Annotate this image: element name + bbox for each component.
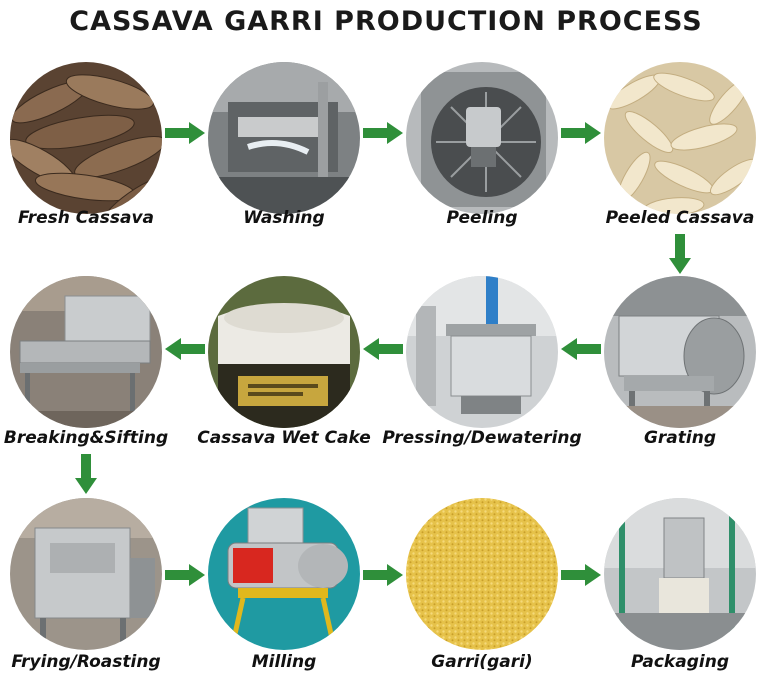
step-fresh-cassava-image xyxy=(10,62,162,214)
arrow-down-icon xyxy=(669,234,691,274)
arrow-right-icon xyxy=(363,564,403,586)
arrow-right-icon xyxy=(165,564,205,586)
arrow-left-icon xyxy=(363,338,403,360)
step-label: Fresh Cassava xyxy=(17,208,154,228)
arrow-right-icon xyxy=(561,122,601,144)
step-wet-cake-image xyxy=(208,276,360,428)
step-pressing-image xyxy=(406,276,558,428)
step-peeled-cassava-image xyxy=(604,62,756,214)
step-label: Peeling xyxy=(446,208,518,228)
step-label: Peeled Cassava xyxy=(605,208,755,228)
arrow-left-icon xyxy=(561,338,601,360)
arrow-right-icon xyxy=(363,122,403,144)
step-label: Garri(gari) xyxy=(431,652,533,672)
step-label: Breaking&Sifting xyxy=(3,428,169,448)
step-frying-image xyxy=(10,498,162,650)
step-grating-image xyxy=(604,276,756,428)
arrow-right-icon xyxy=(561,564,601,586)
step-label: Pressing/Dewatering xyxy=(382,428,582,448)
arrow-left-icon xyxy=(165,338,205,360)
step-label: Cassava Wet Cake xyxy=(197,428,371,448)
step-washing-image xyxy=(208,62,360,214)
step-peeling-image xyxy=(406,62,558,214)
step-label: Milling xyxy=(251,652,317,672)
step-label: Washing xyxy=(243,208,325,228)
step-milling-image xyxy=(208,498,360,650)
step-garri-image xyxy=(406,498,558,650)
step-packaging-image xyxy=(604,498,756,650)
step-label: Grating xyxy=(643,428,717,448)
page-title: CASSAVA GARRI PRODUCTION PROCESS xyxy=(69,6,703,37)
step-label: Packaging xyxy=(631,652,729,672)
step-label: Frying/Roasting xyxy=(11,652,161,672)
arrow-right-icon xyxy=(165,122,205,144)
step-sifting-image xyxy=(10,276,162,428)
arrow-down-icon xyxy=(75,454,97,494)
